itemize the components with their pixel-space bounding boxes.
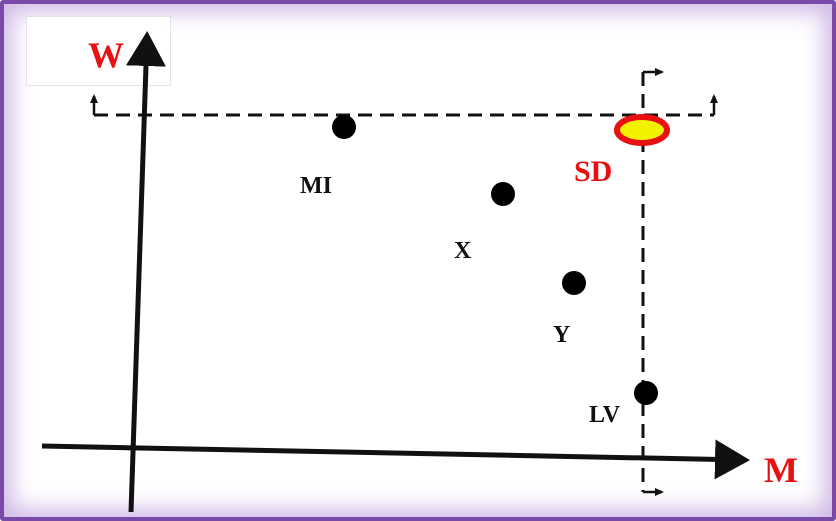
point-lv-label: LV (589, 402, 621, 428)
y-axis-line (126, 31, 166, 513)
x-axis-label: M (764, 450, 798, 490)
x-axis-line (41, 439, 750, 480)
point-mi-dot (332, 115, 356, 139)
sd-label: SD (574, 155, 612, 188)
y-axis-label: W (88, 35, 124, 75)
sd-highlight-ellipse (614, 114, 670, 146)
point-x-dot (491, 182, 515, 206)
point-y-dot (562, 271, 586, 295)
point-lv-dot (634, 381, 658, 405)
point-x-label: X (454, 238, 472, 264)
point-y-label: Y (553, 322, 570, 348)
point-mi-label: MI (300, 173, 332, 199)
